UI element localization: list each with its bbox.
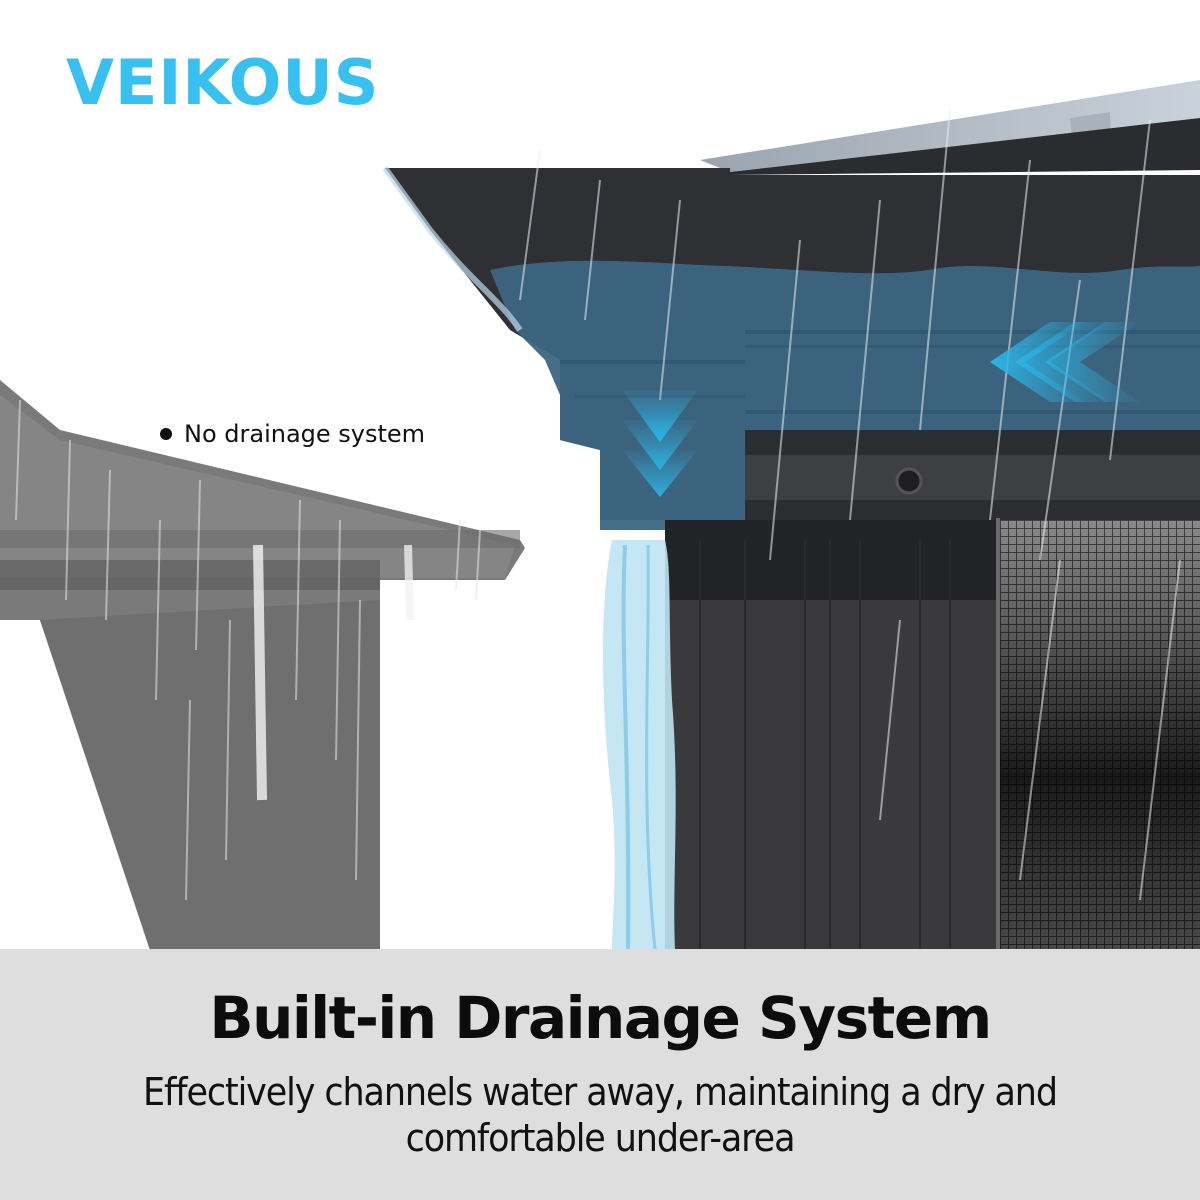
chevron-down-triple-icon xyxy=(622,390,698,497)
caption-band: Built-in Drainage System Effectively cha… xyxy=(0,949,1200,1200)
chevron-left-triple-icon xyxy=(990,322,1140,402)
left-gazebo xyxy=(0,380,525,950)
screw-icon xyxy=(895,467,923,495)
feature-description: Effectively channels water away, maintai… xyxy=(143,1070,1058,1160)
brand-logo: VEIKOUS xyxy=(66,46,380,119)
feature-title: Built-in Drainage System xyxy=(209,984,992,1052)
scene-graphic xyxy=(0,80,1200,950)
bullet-dot-icon xyxy=(160,428,172,440)
no-drainage-label: No drainage system xyxy=(184,420,426,448)
right-gazebo xyxy=(382,80,1200,950)
no-drainage-callout: No drainage system xyxy=(160,420,425,448)
product-illustration: VEIKOUS No drainage system xyxy=(0,46,1200,950)
